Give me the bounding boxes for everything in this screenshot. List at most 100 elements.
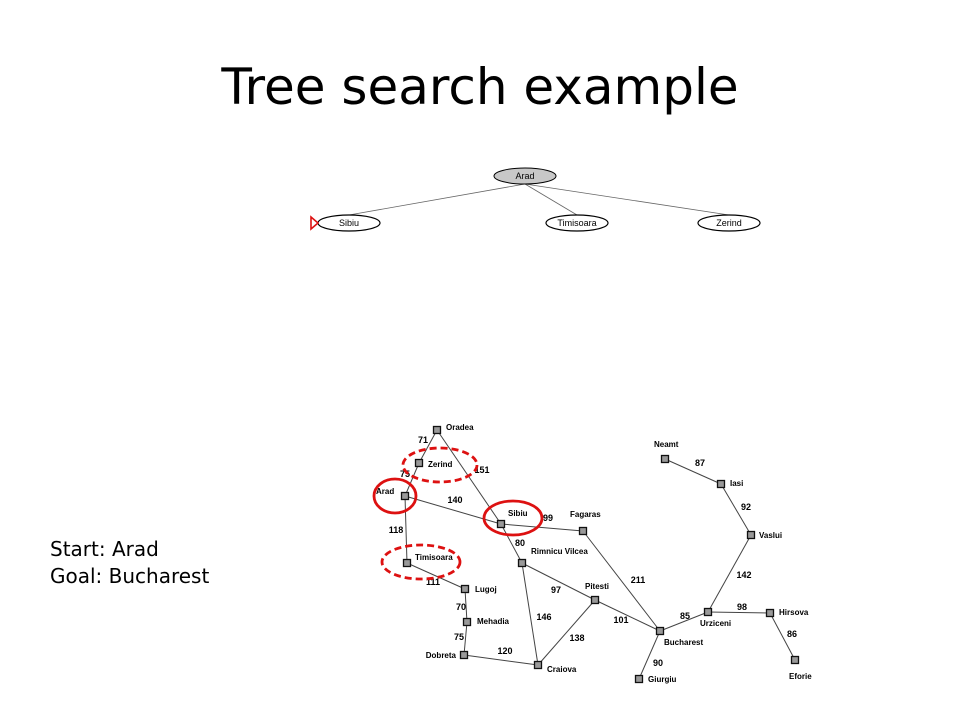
city-marker-hirsova [765, 608, 775, 618]
city-marker-oradea [432, 425, 442, 435]
city-marker-neamt [660, 454, 670, 464]
city-marker-arad [400, 491, 410, 501]
road-distance-urziceni-hirsova: 98 [737, 602, 747, 612]
frontier-circle-timisoara [380, 543, 462, 581]
road-distance-zerind-arad: 75 [400, 469, 410, 479]
city-label-neamt: Neamt [654, 440, 679, 449]
city-marker-sibiu [496, 519, 506, 529]
road-distance-rimnicu-vilcea-craiova: 146 [536, 612, 551, 622]
road-fagaras-bucharest [582, 530, 661, 632]
city-label-vaslui: Vaslui [759, 531, 782, 540]
city-label-dobreta: Dobreta [426, 651, 457, 660]
road-distance-mehadia-dobreta: 75 [454, 632, 464, 642]
road-lugoj-mehadia [464, 588, 468, 623]
road-arad-timisoara [404, 495, 408, 564]
visited-circle-arad [372, 477, 418, 515]
road-hirsova-eforie [769, 612, 796, 661]
city-marker-dobreta [459, 650, 469, 660]
road-distance-dobreta-craiova: 120 [497, 646, 512, 656]
tree-node-zerind [697, 214, 761, 232]
city-label-oradea: Oradea [446, 423, 474, 432]
goal-label: Goal: Bucharest [50, 564, 210, 588]
tree-node-timisoara [545, 214, 609, 232]
road-vaslui-iasi [720, 483, 752, 536]
road-oradea-zerind [418, 429, 438, 464]
road-distance-arad-timisoara: 118 [389, 525, 404, 535]
city-label-bucharest: Bucharest [664, 638, 703, 647]
city-label-eforie: Eforie [789, 672, 812, 681]
road-rimnicu-vilcea-pitesti [521, 562, 596, 601]
road-dobreta-craiova [463, 654, 539, 666]
city-marker-vaslui [746, 530, 756, 540]
road-distance-fagaras-bucharest: 211 [631, 575, 646, 585]
road-zerind-arad [404, 462, 420, 497]
road-distance-craiova-pitesti: 138 [569, 633, 584, 643]
city-marker-craiova [533, 660, 543, 670]
road-distance-oradea-sibiu: 151 [474, 465, 489, 475]
frontier-circle-zerind [401, 446, 479, 484]
road-craiova-pitesti [537, 599, 596, 666]
city-label-hirsova: Hirsova [779, 608, 809, 617]
tree-node-timisoara-label: Timisoara [557, 218, 596, 228]
city-marker-giurgiu [634, 674, 644, 684]
road-timisoara-lugoj [406, 562, 466, 590]
city-label-timisoara: Timisoara [415, 553, 453, 562]
city-marker-pitesti [590, 595, 600, 605]
city-label-lugoj: Lugoj [475, 585, 497, 594]
road-distance-bucharest-urziceni: 85 [680, 611, 690, 621]
visited-circle-sibiu [482, 499, 544, 537]
road-distance-pitesti-bucharest: 101 [613, 615, 628, 625]
tree-edge-sibiu [348, 183, 526, 216]
road-distance-arad-sibiu: 140 [447, 495, 462, 505]
city-label-craiova: Craiova [547, 665, 577, 674]
city-label-pitesti: Pitesti [585, 582, 609, 591]
city-marker-bucharest [655, 626, 665, 636]
road-distance-sibiu-rimnicu-vilcea: 80 [515, 538, 525, 548]
tree-node-zerind-label: Zerind [716, 218, 742, 228]
road-distance-bucharest-giurgiu: 90 [653, 658, 663, 668]
city-marker-zerind [414, 458, 424, 468]
city-label-iasi: Iasi [730, 479, 743, 488]
tree-edge-zerind [524, 183, 730, 216]
city-label-urziceni: Urziceni [700, 619, 731, 628]
road-distance-sibiu-fagaras: 99 [543, 513, 553, 523]
road-mehadia-dobreta [463, 621, 468, 656]
road-sibiu-rimnicu-vilcea [500, 523, 523, 564]
tree-node-sibiu-label: Sibiu [339, 218, 359, 228]
city-marker-lugoj [460, 584, 470, 594]
city-label-fagaras: Fagaras [570, 510, 601, 519]
road-distance-oradea-zerind: 71 [418, 435, 428, 445]
road-distance-rimnicu-vilcea-pitesti: 97 [551, 585, 561, 595]
road-distance-urziceni-vaslui: 142 [736, 570, 751, 580]
city-label-mehadia: Mehadia [477, 617, 510, 626]
city-marker-fagaras [578, 526, 588, 536]
road-urziceni-hirsova [707, 611, 771, 614]
city-marker-rimnicu-vilcea [517, 558, 527, 568]
road-distance-iasi-neamt: 87 [695, 458, 705, 468]
city-marker-eforie [790, 655, 800, 665]
city-label-arad: Arad [376, 487, 394, 496]
start-goal-text: Start: Arad Goal: Bucharest [50, 536, 209, 590]
city-marker-iasi [716, 479, 726, 489]
road-rimnicu-vilcea-craiova [521, 562, 539, 666]
tree-node-root-label: Arad [515, 171, 534, 181]
slide-title: Tree search example [221, 58, 739, 116]
road-pitesti-bucharest [594, 599, 661, 632]
city-marker-mehadia [462, 617, 472, 627]
road-urziceni-vaslui [707, 534, 752, 613]
city-marker-timisoara [402, 558, 412, 568]
road-distance-vaslui-iasi: 92 [741, 502, 751, 512]
road-distance-lugoj-mehadia: 70 [456, 602, 466, 612]
road-distance-hirsova-eforie: 86 [787, 629, 797, 639]
city-label-giurgiu: Giurgiu [648, 675, 677, 684]
tree-edge-timisoara [524, 183, 578, 216]
road-bucharest-urziceni [659, 611, 709, 632]
road-sibiu-fagaras [500, 523, 584, 532]
tree-node-root [493, 167, 557, 185]
road-distance-timisoara-lugoj: 111 [426, 577, 440, 587]
road-bucharest-giurgiu [638, 630, 661, 680]
city-label-rimnicu-vilcea: Rimnicu Vilcea [531, 547, 588, 556]
road-iasi-neamt [664, 458, 722, 485]
